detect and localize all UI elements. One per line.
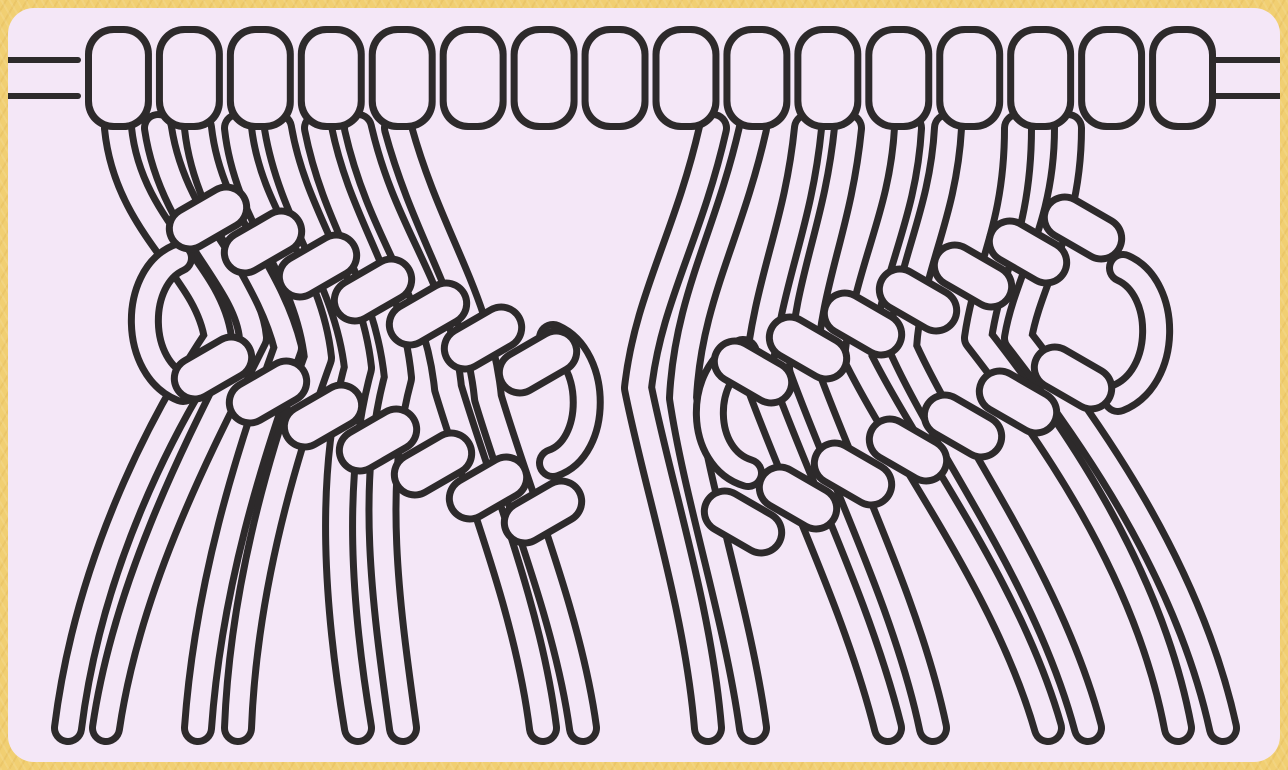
bead-fill — [801, 33, 854, 123]
mounting-bead — [1007, 26, 1074, 130]
mounting-bead — [85, 26, 152, 130]
bead-fill — [1156, 33, 1209, 123]
mounting-bead — [227, 26, 294, 130]
mounting-bead — [723, 26, 790, 130]
mounting-bead — [582, 26, 649, 130]
bead-fill — [589, 33, 642, 123]
bead-fill — [518, 33, 571, 123]
hanging-cord — [398, 128, 583, 728]
bead-fill — [305, 33, 358, 123]
bead-fill — [376, 33, 429, 123]
cord-fill — [398, 128, 583, 728]
bead-fill — [943, 33, 996, 123]
bead-fill — [660, 33, 713, 123]
bead-fill — [1085, 33, 1138, 123]
bead-fill — [163, 33, 216, 123]
mounting-bead — [865, 26, 932, 130]
mounting-bead — [440, 26, 507, 130]
mounting-bead — [936, 26, 1003, 130]
bead-fill — [1014, 33, 1067, 123]
mounting-bead — [794, 26, 861, 130]
mounting-bead — [1149, 26, 1216, 130]
mounting-beads — [85, 26, 1216, 130]
bead-fill — [234, 33, 287, 123]
mounting-bead — [298, 26, 365, 130]
loop-bend — [1118, 268, 1156, 398]
bead-fill — [730, 33, 783, 123]
bead-fill — [447, 33, 500, 123]
mounting-bead — [511, 26, 578, 130]
bead-fill — [872, 33, 925, 123]
macrame-diagram — [8, 8, 1280, 762]
bead-fill — [92, 33, 145, 123]
mounting-bead — [653, 26, 720, 130]
diagram-panel — [8, 8, 1280, 762]
mounting-bead — [369, 26, 436, 130]
mounting-bead — [156, 26, 223, 130]
mounting-bead — [1078, 26, 1145, 130]
